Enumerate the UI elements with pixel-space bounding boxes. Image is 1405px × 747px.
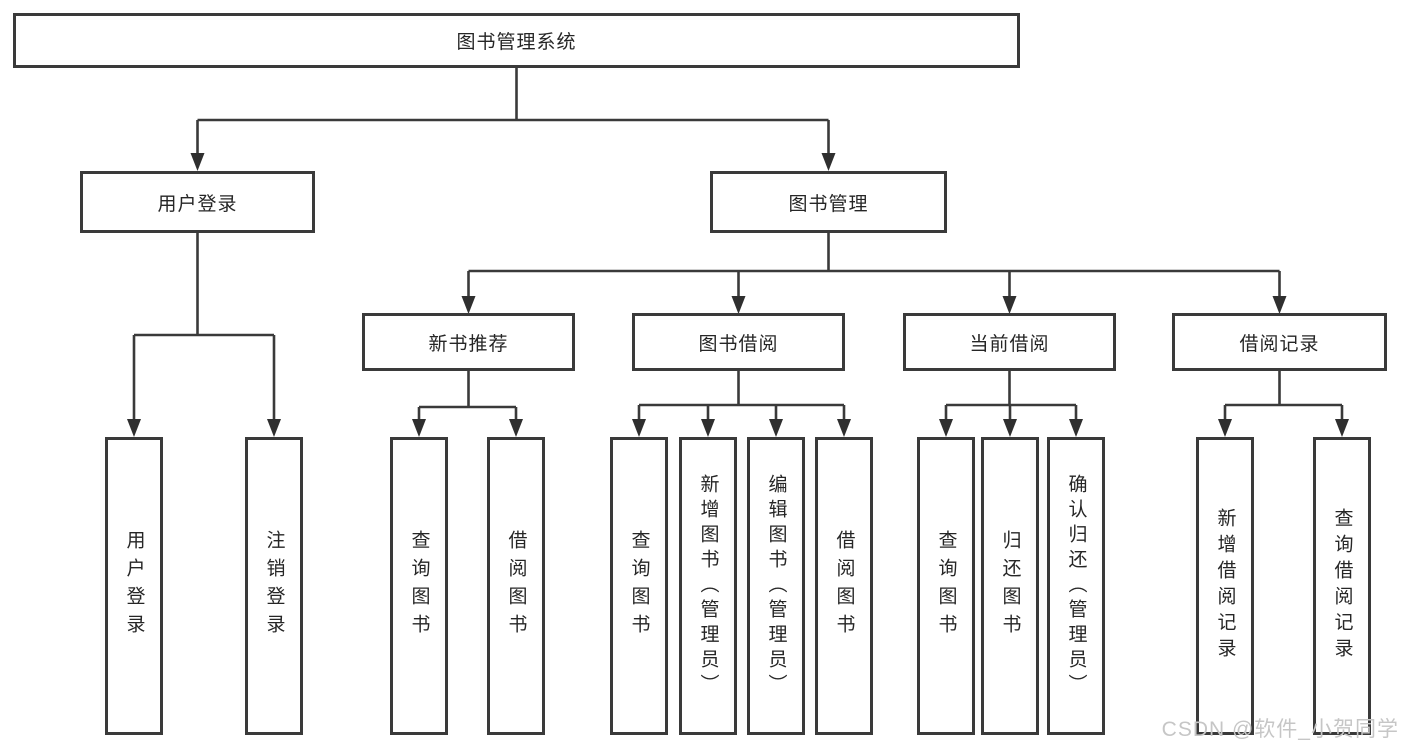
node-current-borrow: 当前借阅	[903, 313, 1116, 371]
node-label: 借阅记录	[1239, 333, 1320, 355]
leaf-query-borrow-record: 查询借阅记录	[1313, 437, 1371, 735]
node-label: 图书管理	[788, 193, 869, 215]
node-label: 用户登录	[123, 530, 145, 642]
leaf-logout: 注销登录	[245, 437, 303, 735]
csdn-watermark: CSDN @软件_小贺同学	[1161, 718, 1399, 741]
node-label: 借阅图书	[505, 530, 527, 642]
node-label: 新增借阅记录	[1214, 508, 1236, 664]
node-label: 借阅图书	[833, 530, 855, 642]
node-label: 图书借阅	[698, 333, 779, 355]
node-book-borrow: 图书借阅	[632, 313, 845, 371]
node-label: 确认归还（管理员）	[1065, 473, 1087, 699]
leaf-query-books-1: 查询图书	[390, 437, 448, 735]
node-label: 编辑图书（管理员）	[765, 473, 787, 699]
leaf-user-login: 用户登录	[105, 437, 163, 735]
node-label: 注销登录	[263, 530, 285, 642]
arrowhead-icons	[127, 153, 1349, 437]
leaf-add-book-admin: 新增图书（管理员）	[679, 437, 737, 735]
leaf-add-borrow-record: 新增借阅记录	[1196, 437, 1254, 735]
leaf-confirm-return-admin: 确认归还（管理员）	[1047, 437, 1105, 735]
node-book-management: 图书管理	[710, 171, 947, 233]
node-label: 图书管理系统	[456, 32, 577, 53]
leaf-borrow-books-1: 借阅图书	[487, 437, 545, 735]
node-borrow-record: 借阅记录	[1172, 313, 1387, 371]
node-label: 新增图书（管理员）	[697, 473, 719, 699]
node-label: 归还图书	[999, 530, 1021, 642]
node-label: 当前借阅	[969, 333, 1050, 355]
leaf-query-books-2: 查询图书	[610, 437, 668, 735]
node-label: 用户登录	[157, 193, 238, 215]
leaf-return-books: 归还图书	[981, 437, 1039, 735]
node-root-system: 图书管理系统	[13, 13, 1020, 68]
leaf-query-books-3: 查询图书	[917, 437, 975, 735]
node-label: 查询图书	[408, 530, 430, 642]
node-label: 查询借阅记录	[1331, 508, 1353, 664]
node-label: 查询图书	[628, 530, 650, 642]
leaf-borrow-books-2: 借阅图书	[815, 437, 873, 735]
node-user-login: 用户登录	[80, 171, 315, 233]
leaf-edit-book-admin: 编辑图书（管理员）	[747, 437, 805, 735]
node-label: 查询图书	[935, 530, 957, 642]
node-new-book-recommend: 新书推荐	[362, 313, 575, 371]
node-label: 新书推荐	[428, 333, 509, 355]
